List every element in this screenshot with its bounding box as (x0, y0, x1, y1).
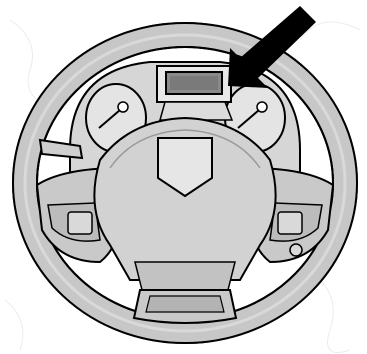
cluster-lower-panel (160, 102, 232, 120)
